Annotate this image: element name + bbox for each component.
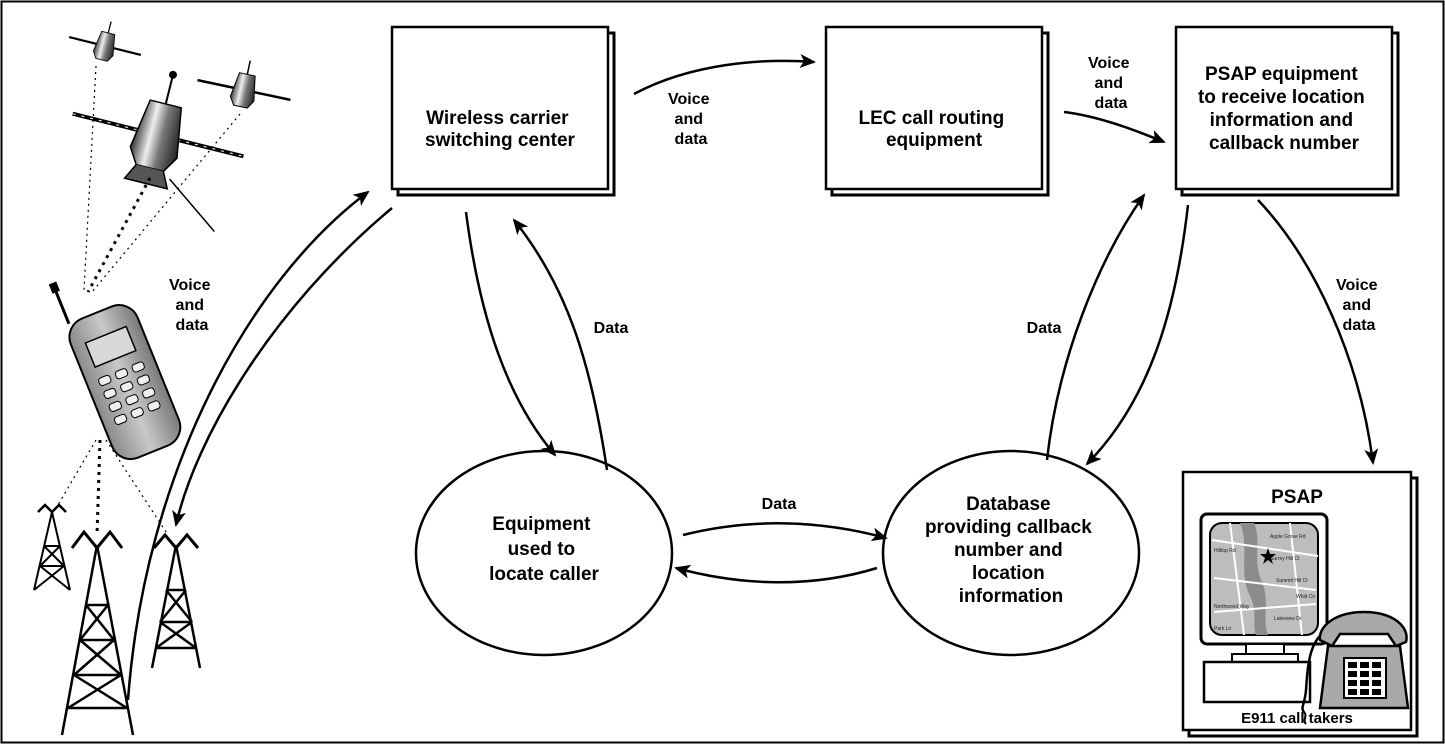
edge-psap-equipment-to-psap xyxy=(1257,199,1379,465)
edge-locate-to-switching xyxy=(512,218,609,471)
computer-monitor-icon: Apple Grove Rd Hilltop Rd Surrey Hill Ct… xyxy=(1199,512,1329,704)
locate-equipment-label: Equipment used to locate caller xyxy=(489,514,599,585)
edge-label-voice-data-switch-lec: Voice and data xyxy=(668,91,714,148)
psap-title: PSAP xyxy=(1271,487,1323,508)
edges xyxy=(126,53,1379,701)
edge-switching-to-locate xyxy=(464,211,557,457)
node-database: Database providing callback number and l… xyxy=(881,449,1141,657)
node-psap-equipment: PSAP equipment to receive location infor… xyxy=(1174,25,1400,197)
edge-database-to-psap-equipment xyxy=(1045,193,1146,461)
edge-label-voice-data-tower: Voice and data xyxy=(169,277,215,334)
map-street-label: Northwood Way xyxy=(1214,604,1250,610)
edge-locate-to-database xyxy=(682,522,888,542)
mobile-phone-icon xyxy=(48,281,182,461)
cell-tower-icon xyxy=(60,529,135,736)
cell-tower-icon xyxy=(150,532,202,669)
map-street-label: Surrey Hill Ct xyxy=(1270,556,1300,562)
satellite-signals xyxy=(83,65,241,293)
edge-label-data-switch-locate: Data xyxy=(594,320,629,337)
node-lec-call-routing: LEC call routing equipment xyxy=(824,25,1050,197)
psap-caption: E911 call takers xyxy=(1241,710,1353,727)
edge-label-data-locate-database: Data xyxy=(762,496,797,513)
node-locate-equipment: Equipment used to locate caller xyxy=(414,449,674,657)
street-map: Apple Grove Rd Hilltop Rd Surrey Hill Ct… xyxy=(1211,522,1319,636)
satellite-icon xyxy=(68,21,142,62)
map-street-label: Park Ln xyxy=(1214,626,1231,632)
psap-equipment-label: PSAP equipment to receive location infor… xyxy=(1198,64,1370,154)
edge-lec-to-psap-equipment xyxy=(1063,110,1166,144)
wireless-switching-label: Wireless carrier switching center xyxy=(425,108,576,151)
node-wireless-switching-center: Wireless carrier switching center xyxy=(390,25,616,197)
cell-tower-icon xyxy=(33,503,71,591)
map-street-label: Whitt Cir xyxy=(1296,594,1316,600)
node-psap: PSAP Apple Grove Rd Hilltop Rd Surrey Hi… xyxy=(1181,470,1419,738)
location-star-icon xyxy=(1260,548,1276,564)
edge-psap-equipment-to-database xyxy=(1085,204,1190,466)
map-street-label: Summit Hill Ct xyxy=(1276,578,1308,584)
edge-label-voice-data-lec-psap: Voice and data xyxy=(1088,55,1134,112)
tower-signals xyxy=(57,439,169,536)
edge-tower-to-switching xyxy=(126,190,370,701)
map-street-label: Hilltop Rd xyxy=(1214,548,1236,554)
desk-telephone-icon xyxy=(1301,610,1410,725)
edge-database-to-locate xyxy=(674,564,878,584)
edge-switching-to-lec xyxy=(633,53,816,96)
edge-label-data-database-psap: Data xyxy=(1027,320,1062,337)
database-label: Database providing callback number and l… xyxy=(925,494,1097,607)
map-street-label: Lakeview Dr xyxy=(1274,616,1302,622)
edge-switching-to-tower xyxy=(172,207,393,527)
edge-label-voice-data-psap: Voice and data xyxy=(1336,277,1382,334)
satellite-icon xyxy=(72,70,244,232)
lec-routing-label: LEC call routing equipment xyxy=(859,108,1010,151)
satellite-icon xyxy=(197,60,291,109)
map-street-label: Apple Grove Rd xyxy=(1270,534,1306,540)
